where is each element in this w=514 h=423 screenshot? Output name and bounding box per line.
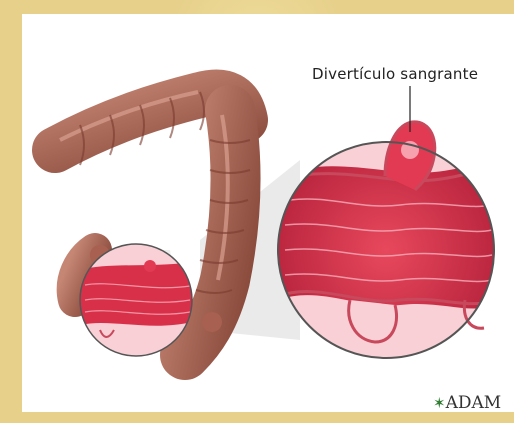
diverticulum-bulge bbox=[202, 312, 222, 332]
magnified-view-large bbox=[278, 122, 494, 358]
logo-star-icon: ✶ bbox=[433, 394, 446, 412]
adam-logo: ✶ADAM bbox=[433, 393, 514, 413]
bleeding-diverticulum-label: Divertículo sangrante bbox=[312, 65, 478, 83]
magnified-view-small bbox=[80, 244, 192, 356]
logo-text: ADAM bbox=[446, 393, 502, 413]
